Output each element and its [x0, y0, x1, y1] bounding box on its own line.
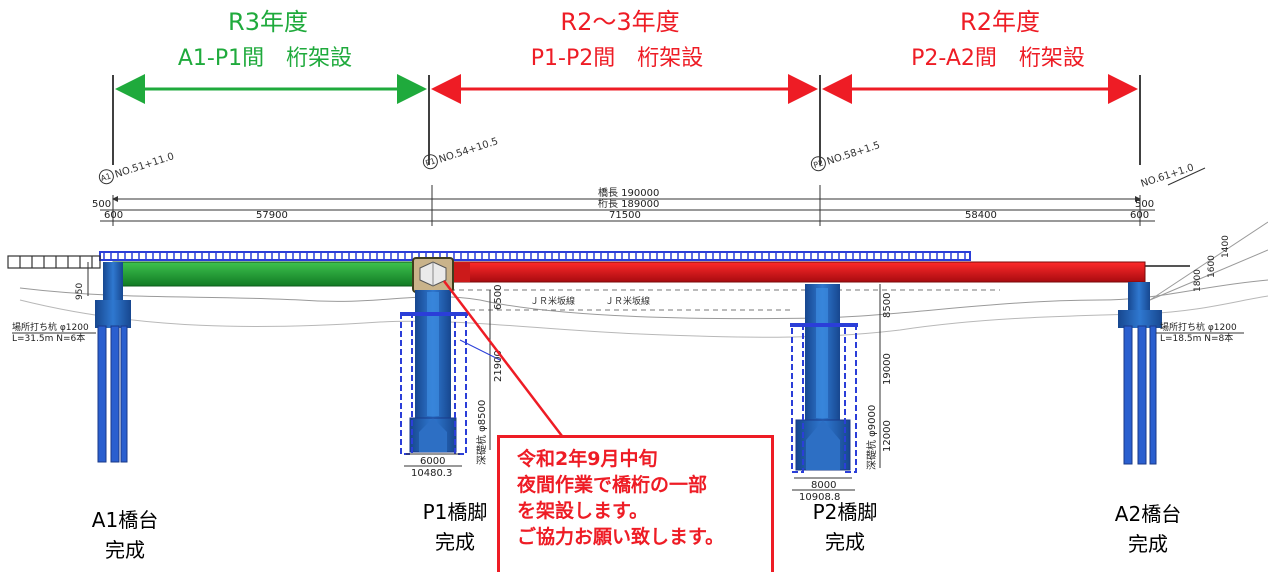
- label-a1: A1橋台 完成: [70, 505, 180, 565]
- phase-title-p1-p2: R2～3年度: [560, 8, 680, 36]
- station-tag-p2: P2: [812, 158, 824, 170]
- dim-span1: 57900: [256, 210, 288, 221]
- p1-h-b: 21900: [493, 350, 504, 382]
- dimension-texts: 橋長 190000 桁長 189000 500 600 500 600 5790…: [92, 186, 1154, 221]
- dim-span2: 71500: [609, 210, 641, 221]
- notice-line-2: 夜間作業で橋桁の一部: [517, 474, 708, 496]
- p2-dim-texts: 8000 10908.8 8500 19000 12000 深礎杭 φ9000: [799, 293, 893, 503]
- station-tag-p1: P1: [424, 156, 436, 168]
- label-a2-name: A2橋台: [1114, 502, 1182, 526]
- dim-left-edge: 500: [92, 199, 111, 210]
- dim-left-edge2: 600: [104, 210, 123, 221]
- a2-h1: 1400: [1221, 235, 1231, 258]
- label-p1-name: P1橋脚: [422, 500, 488, 524]
- notice-line-1: 令和2年9月中旬: [517, 448, 658, 470]
- bridge-length: 橋長 190000: [598, 186, 659, 199]
- label-p1: P1橋脚 完成: [400, 497, 510, 557]
- girder-p1-p2-a2: [449, 261, 1146, 283]
- p1-pile: 深礎杭 φ8500: [475, 400, 488, 465]
- notice-box: 令和2年9月中旬 夜間作業で橋桁の一部 を架設します。 ご協力お願い致します。: [497, 435, 774, 572]
- a2-h2: 1600: [1207, 255, 1217, 278]
- label-p2-name: P2橋脚: [812, 500, 878, 524]
- phase-span-p1-p2: P1-P2間 桁架設: [530, 46, 704, 71]
- a2-h3: 1800: [1193, 269, 1203, 292]
- p2-h-a: 8500: [882, 293, 893, 318]
- phase-title-a1-p1: R3年度: [228, 8, 308, 36]
- a1-dim: 950: [75, 283, 85, 300]
- p1-foot-b: 10480.3: [411, 468, 452, 479]
- p2-h-b: 19000: [882, 353, 893, 385]
- girder-a1-p1: [112, 261, 426, 287]
- p1-foot-a: 6000: [420, 456, 445, 467]
- p2-pier: [790, 284, 881, 491]
- phase-boundary-lines: [112, 75, 1141, 165]
- a1-pile-text2: L=31.5m N=6本: [12, 332, 85, 344]
- jr-line-2: ＪＲ米坂線: [605, 295, 650, 307]
- dimension-lines: [100, 185, 1155, 226]
- a1-pile-text: 場所打ち杭 φ1200: [12, 321, 89, 333]
- a1-abutment: [87, 262, 131, 463]
- label-p2-status: 完成: [825, 530, 865, 554]
- left-fence: [7, 255, 101, 269]
- notice-leader: [443, 280, 563, 437]
- phase-span-p2-a2: P2-A2間 桁架設: [911, 46, 1085, 71]
- p2-h-c: 12000: [882, 420, 893, 452]
- station-a1: NO.51+11.0: [114, 151, 176, 180]
- jr-line-1: ＪＲ米坂線: [530, 295, 575, 307]
- station-p2: NO.58+1.5: [826, 140, 882, 168]
- p1-pier: [400, 290, 501, 467]
- deck-rail: [99, 251, 971, 261]
- p2-foot-b: 10908.8: [799, 492, 840, 503]
- label-a2-status: 完成: [1128, 532, 1168, 556]
- a2-pile-text2: L=18.5m N=8本: [1160, 332, 1233, 344]
- jr-line-labels: ＪＲ米坂線 ＪＲ米坂線: [530, 295, 650, 307]
- notice-line-4: ご協力お願い致します。: [517, 526, 725, 548]
- station-tag-a1: A1: [99, 172, 112, 184]
- dim-right-edge: 500: [1135, 199, 1154, 210]
- station-markers: A1 NO.51+11.0 P1 NO.54+10.5 P2 NO.58+1.5…: [98, 136, 1206, 190]
- girder-length: 桁長 189000: [598, 197, 659, 210]
- a2-pile-text: 場所打ち杭 φ1200: [1160, 321, 1237, 333]
- a2-abutment: [1118, 282, 1162, 465]
- p2-foot-a: 8000: [811, 480, 836, 491]
- label-p2: P2橋脚 完成: [790, 497, 900, 557]
- notice-line-3: を架設します。: [517, 500, 649, 522]
- phase-span-a1-p1: A1-P1間 桁架設: [177, 46, 353, 71]
- a2-notes: 場所打ち杭 φ1200 L=18.5m N=8本 1400 1600 1800: [1156, 235, 1244, 344]
- label-a1-name: A1橋台: [91, 508, 159, 532]
- label-p1-status: 完成: [435, 530, 475, 554]
- p1-h-a: 6500: [493, 285, 504, 310]
- label-a1-status: 完成: [105, 538, 145, 562]
- p2-pile: 深礎杭 φ9000: [865, 405, 878, 470]
- dim-span3: 58400: [965, 210, 997, 221]
- label-a2: A2橋台 完成: [1093, 499, 1203, 559]
- phase-title-p2-a2: R2年度: [960, 8, 1040, 36]
- a1-pile-note: 場所打ち杭 φ1200 L=31.5m N=6本 950: [12, 283, 96, 344]
- station-p1: NO.54+10.5: [438, 136, 500, 165]
- dim-right-edge2: 600: [1130, 210, 1149, 221]
- p1-dim-texts: 6000 10480.3 6500 21900 深礎杭 φ8500: [411, 285, 504, 479]
